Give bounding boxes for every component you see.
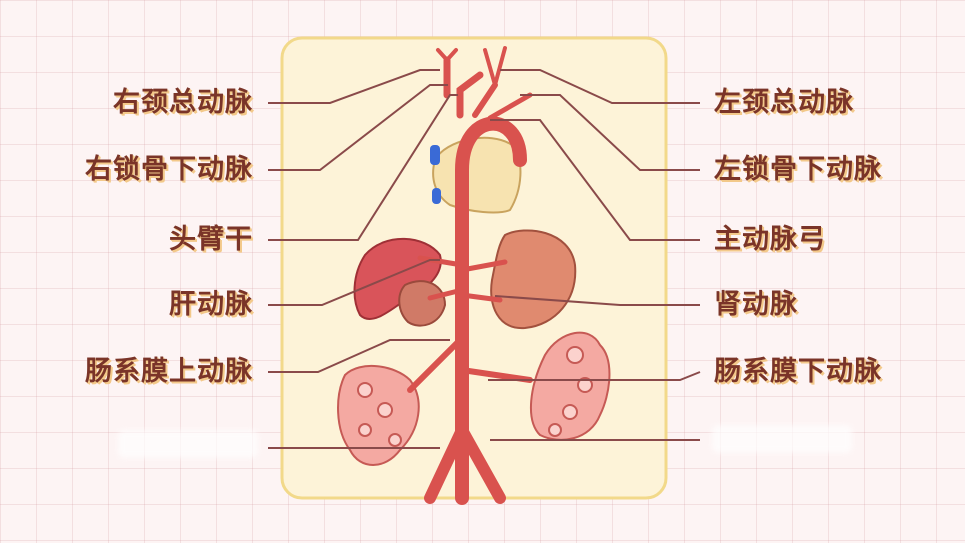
leader-brachiocephalic [268,94,458,241]
aorta-icon [407,46,533,505]
leader-lines [268,69,701,449]
small-intestine-icon [337,364,420,466]
stomach-icon [490,229,577,330]
leader-inferior-mesenteric [488,371,701,381]
leader-superior-mesenteric [268,339,450,373]
label-aortic-arch: 主动脉弓 [714,224,826,255]
vein-icon [430,145,440,165]
label-right-common-carotid: 右颈总动脉 [113,87,253,118]
label-left-common-carotid: 左颈总动脉 [714,87,854,118]
label-renal-artery: 肾动脉 [714,289,798,320]
leader-left-common-carotid [500,69,700,104]
leader-right-common-carotid [268,69,440,104]
label-superior-mesenteric: 肠系膜上动脉 [85,356,253,387]
heart-icon [432,136,522,214]
vein-icon [432,188,441,204]
leader-aortic-arch [490,119,700,241]
label-hepatic-artery: 肝动脉 [169,289,253,320]
leader-renal [494,295,700,306]
obscured-label [118,430,258,458]
leader-right-subclavian [268,84,448,171]
large-intestine-icon [529,331,611,441]
label-right-subclavian: 右锁骨下动脉 [85,154,253,185]
obscured-label [712,425,852,453]
label-left-subclavian: 左锁骨下动脉 [714,154,882,185]
leader-left-subclavian [520,94,700,171]
leader-hepatic [268,259,440,306]
label-inferior-mesenteric: 肠系膜下动脉 [714,356,882,387]
kidney-icon [398,280,447,327]
label-brachiocephalic-trunk: 头臂干 [169,224,253,255]
